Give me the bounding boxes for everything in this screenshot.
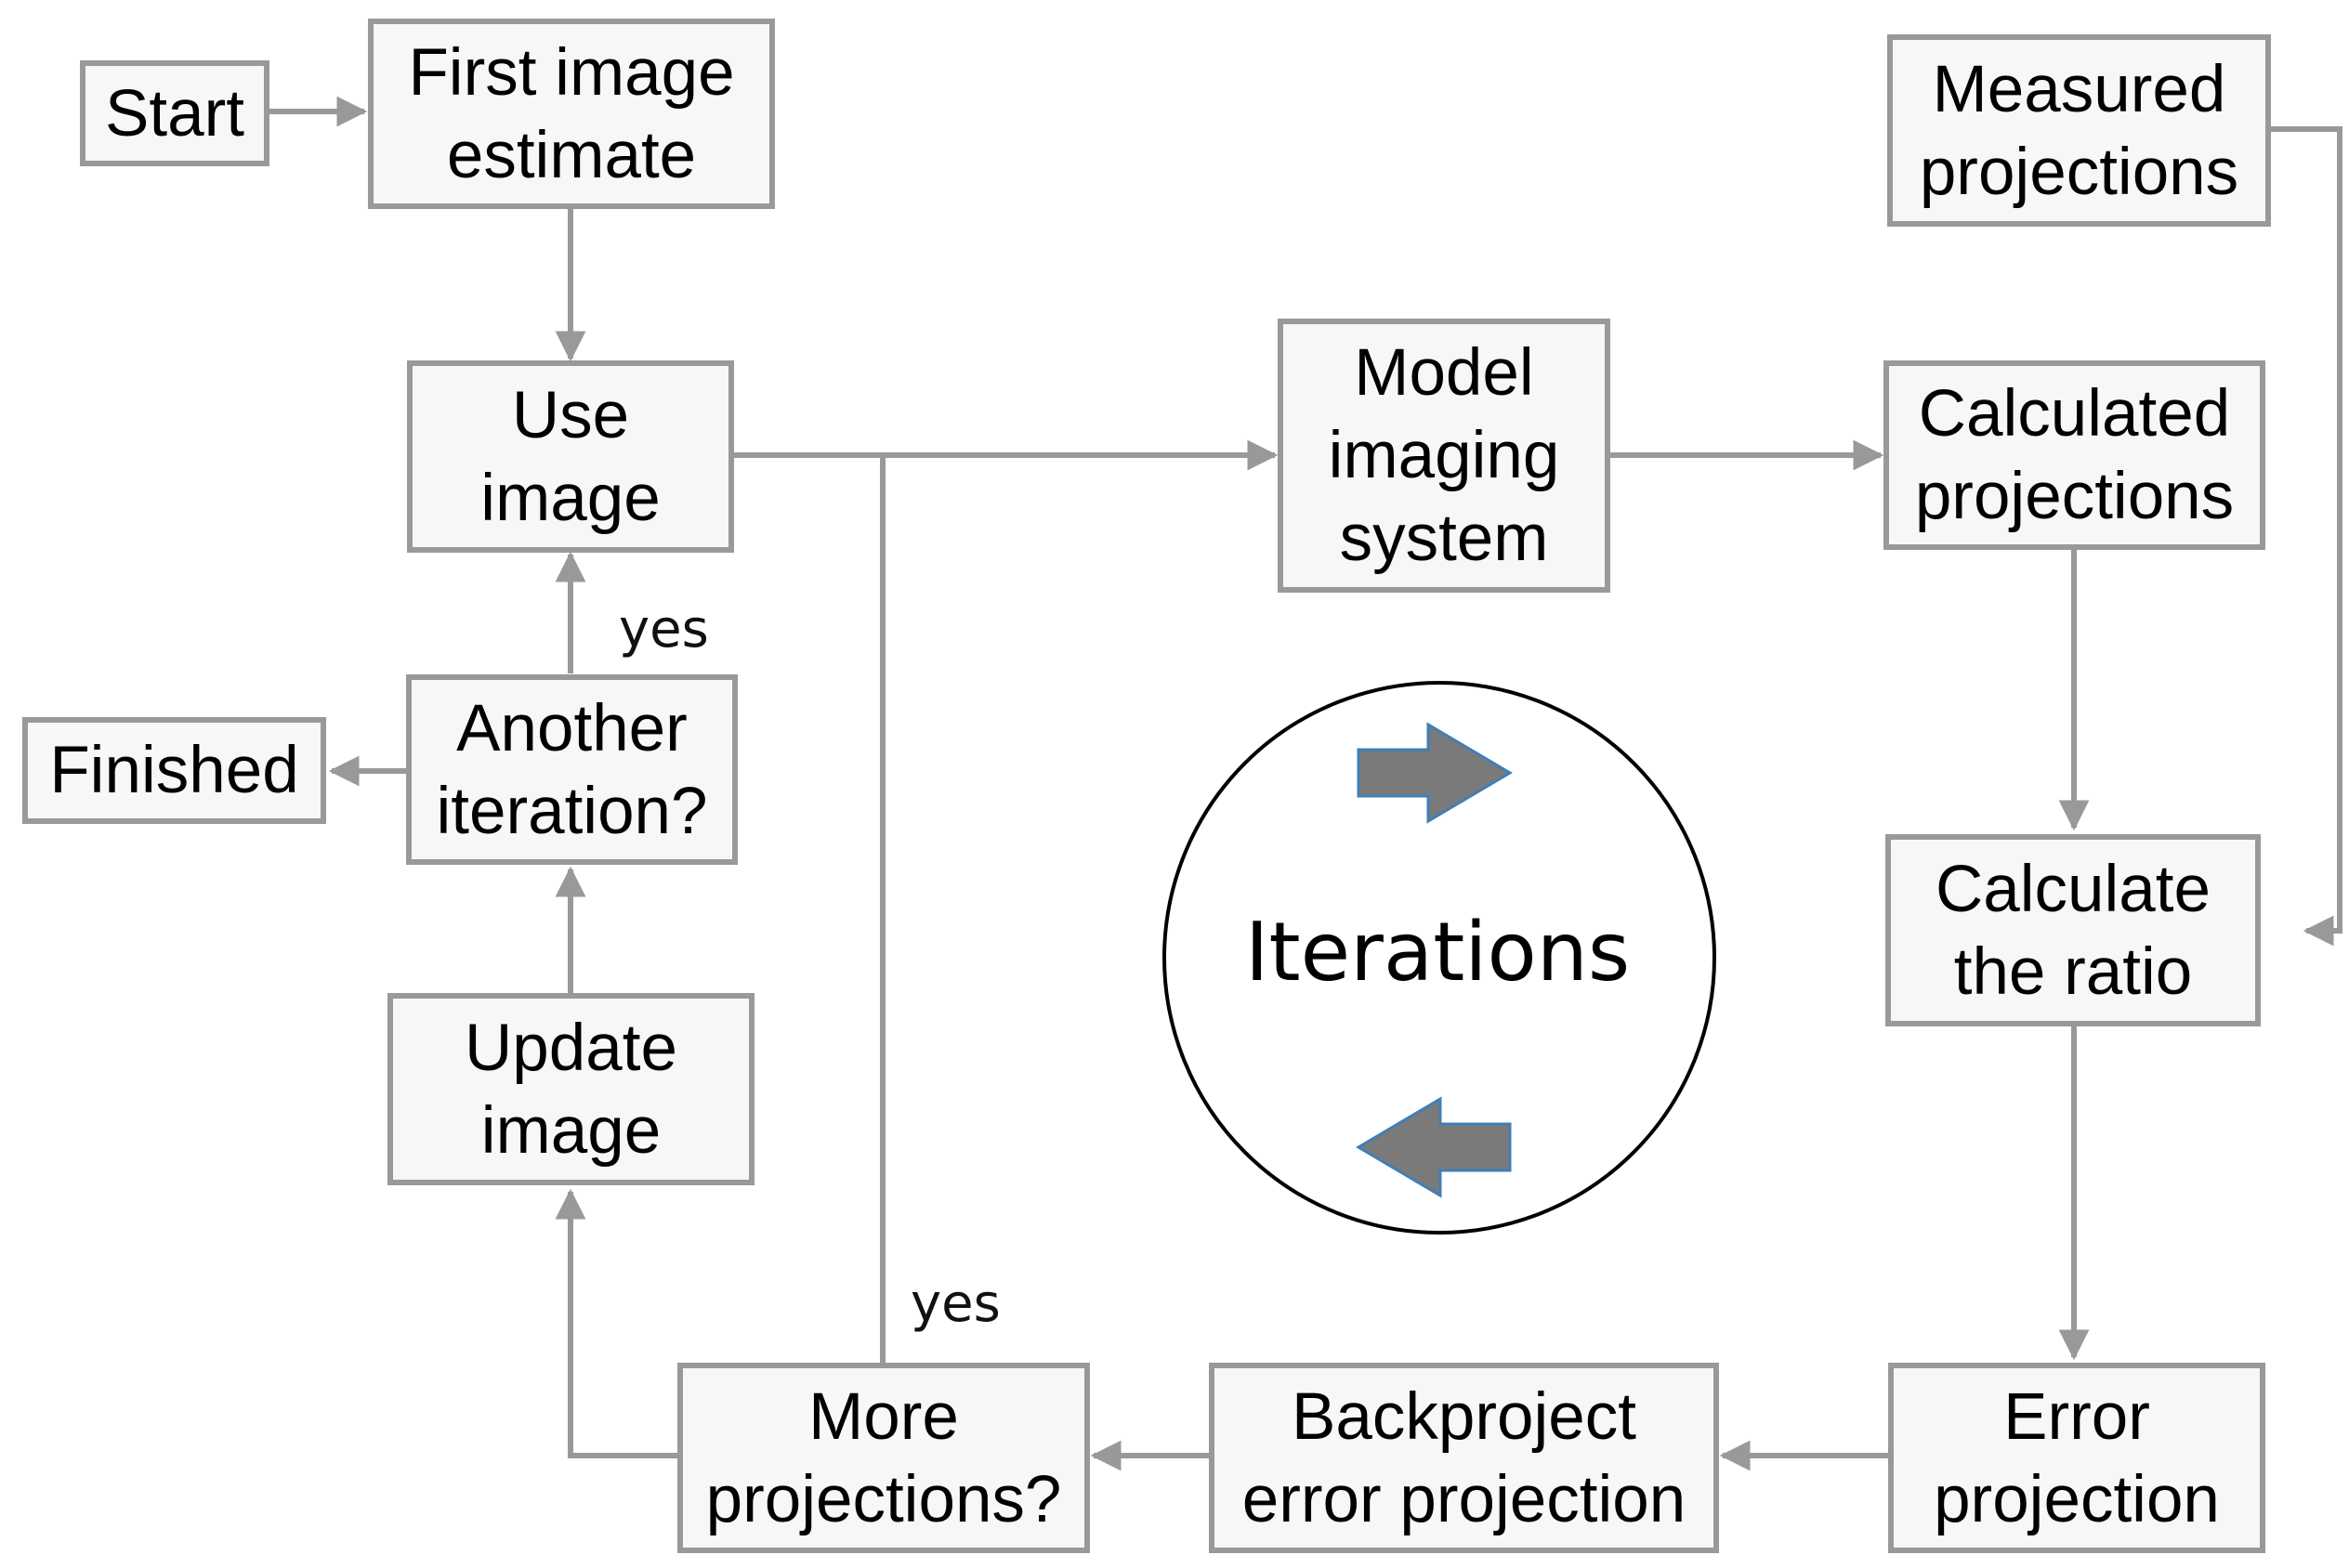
start-node: Start [80, 60, 269, 166]
first-image-estimate-node: First image estimate [368, 19, 775, 209]
iterations-label: Iterations [1244, 905, 1631, 1000]
start-node-label: Start [105, 76, 244, 150]
more-projections-label: More projections? [705, 1379, 1062, 1536]
another-iteration-node: Another iteration? [406, 674, 738, 865]
backproject-error-projection-node: Backproject error projection [1209, 1363, 1719, 1553]
calculate-ratio-node: Calculate the ratio [1885, 834, 2261, 1026]
use-image-node: Use image [407, 360, 734, 553]
backproject-error-projection-label: Backproject error projection [1241, 1379, 1686, 1536]
connector-more-to-update [555, 1188, 677, 1458]
first-image-estimate-label: First image estimate [408, 35, 735, 192]
finished-label: Finished [49, 734, 299, 807]
yes-label-another-iteration: yes [619, 599, 709, 660]
model-imaging-system-node: Model imaging system [1278, 319, 1610, 593]
update-image-node: Update image [387, 993, 755, 1185]
error-projection-label: Error projection [1934, 1379, 2220, 1536]
calculate-ratio-label: Calculate the ratio [1936, 852, 2211, 1009]
connectors [269, 96, 2342, 1471]
finished-node: Finished [22, 717, 326, 824]
iterations-circle [1162, 681, 1716, 1235]
error-projection-node: Error projection [1888, 1363, 2265, 1553]
measured-projections-label: Measured projections [1919, 52, 2239, 209]
use-image-label: Use image [480, 378, 661, 535]
another-iteration-label: Another iteration? [436, 691, 708, 848]
yes-label-more-projections: yes [911, 1274, 1001, 1334]
more-projections-node: More projections? [677, 1363, 1090, 1553]
connector-measured-to-ratio [2271, 126, 2342, 947]
arrow-right-icon [1357, 722, 1513, 824]
arrow-left-icon [1356, 1096, 1512, 1198]
model-imaging-system-label: Model imaging system [1328, 336, 1560, 575]
calculated-projections-node: Calculated projections [1883, 360, 2265, 550]
update-image-label: Update image [465, 1011, 677, 1168]
measured-projections-node: Measured projections [1887, 34, 2271, 227]
calculated-projections-label: Calculated projections [1914, 377, 2235, 533]
